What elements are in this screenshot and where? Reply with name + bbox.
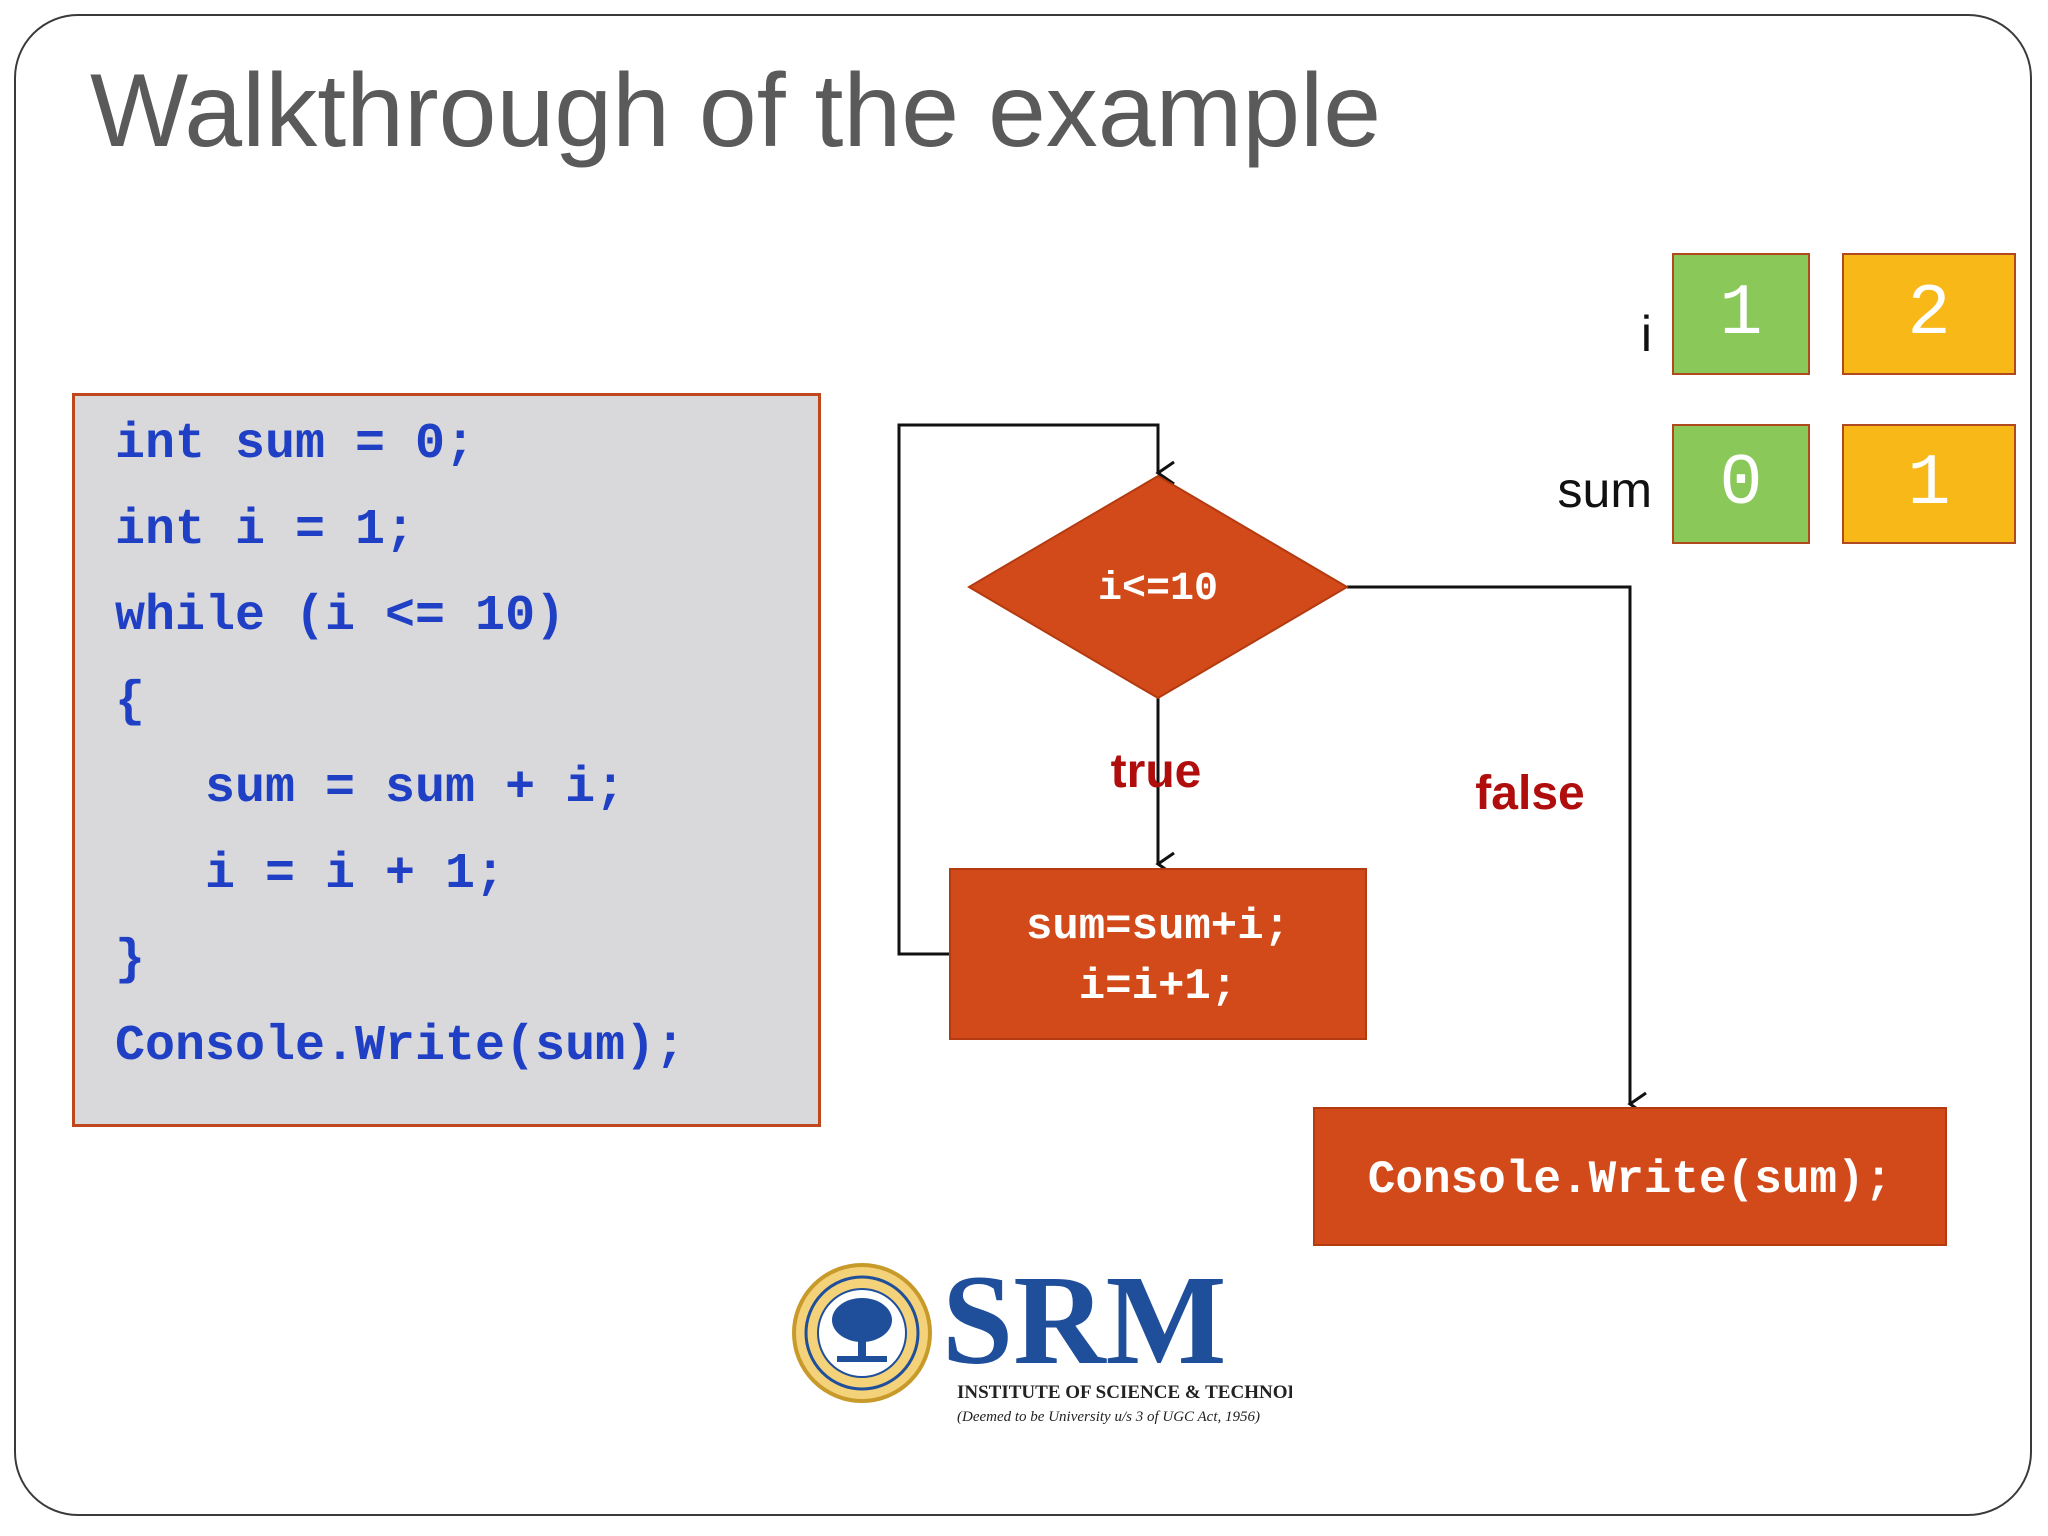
loop-back-arrow <box>897 423 1175 956</box>
code-line: i = i + 1; <box>115 846 506 903</box>
code-line: Console.Write(sum); <box>115 1018 686 1075</box>
logo-subtitle: INSTITUTE OF SCIENCE & TECHNOLOGY <box>957 1382 1292 1403</box>
srm-logo: SRM INSTITUTE OF SCIENCE & TECHNOLOGY (D… <box>792 1258 1292 1425</box>
logo-name: SRM <box>942 1258 1226 1391</box>
var-label-sum: sum <box>1557 462 1652 518</box>
logo-note: (Deemed to be University u/s 3 of UGC Ac… <box>957 1409 1260 1425</box>
var-sum-value-1: 0 <box>1672 424 1810 544</box>
false-label: false <box>1475 767 1584 820</box>
code-line: int i = 1; <box>115 502 416 559</box>
loop-body-box <box>949 868 1367 1040</box>
condition-text: i<=10 <box>1098 567 1218 612</box>
false-branch-arrow <box>1347 585 1647 1117</box>
var-i-value-2: 2 <box>1842 253 2016 375</box>
true-label: true <box>1111 745 1202 798</box>
srm-seal-icon <box>792 1263 932 1403</box>
var-label-i: i <box>1640 306 1652 362</box>
var-i-value-1: 1 <box>1672 253 1810 375</box>
output-text: Console.Write(sum); <box>1368 1154 1893 1206</box>
code-line: int sum = 0; <box>115 416 476 473</box>
code-line: while (i <= 10) <box>115 588 566 645</box>
code-block: int sum = 0; int i = 1; while (i <= 10) … <box>72 393 821 1127</box>
loop-body-line-1: sum=sum+i; <box>1026 902 1290 952</box>
output-box <box>1313 1107 1947 1246</box>
condition-diamond <box>967 474 1349 700</box>
loop-body-line-2: i=i+1; <box>1079 962 1237 1012</box>
var-sum-value-2: 1 <box>1842 424 2016 544</box>
code-line: } <box>115 932 146 989</box>
slide-title: Walkthrough of the example <box>90 53 1382 169</box>
code-line: { <box>115 674 146 731</box>
code-line: sum = sum + i; <box>115 760 626 817</box>
